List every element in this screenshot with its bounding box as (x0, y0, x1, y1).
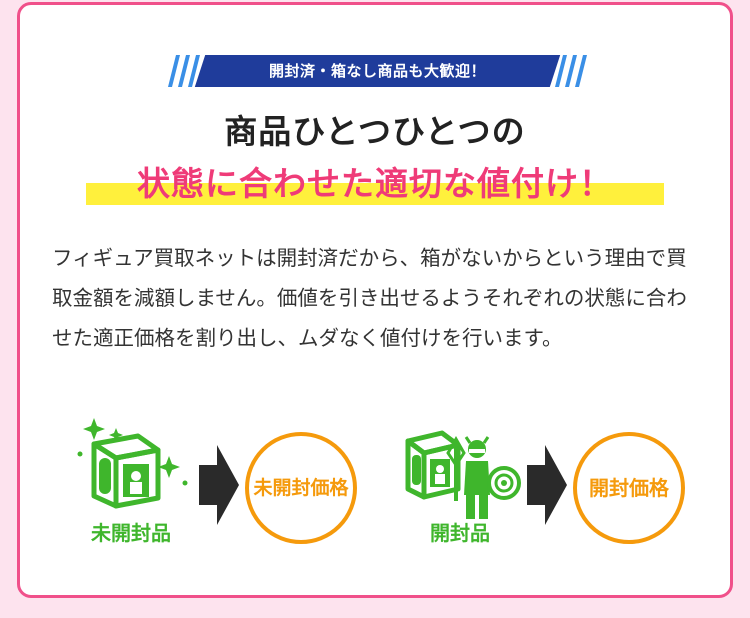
unopened-price-circle (245, 432, 357, 544)
unopened-price-label: 未開封価格 (253, 477, 349, 499)
unopened-item-label: 未開封品 (91, 521, 171, 545)
opened-box-figure-icon (405, 430, 521, 519)
stripes-left-icon (168, 55, 200, 87)
opened-price-circle (573, 432, 685, 544)
banner-text: 開封済・箱なし商品も大歓迎！ (268, 62, 486, 80)
headline-highlight (86, 183, 664, 205)
headline-line2: 状態に合わせた適切な値付け！ (137, 164, 613, 203)
headline-line1: 商品ひとつひとつの (224, 112, 526, 151)
opened-price-label: 開封価格 (589, 476, 669, 500)
stripes-right-icon (555, 55, 587, 87)
unopened-box-icon (77, 418, 188, 509)
arrow-right-icon (199, 445, 239, 525)
description-text: フィギュア買取ネットは開封済だから、箱がないからという理由で買取金額を減額しませ… (52, 246, 687, 350)
headline-line2-wrap: 状態に合わせた適切な値付け！ (80, 153, 670, 209)
opened-item-label: 開封品 (430, 521, 490, 545)
arrow-right-icon (527, 445, 567, 525)
campaign-banner: 開封済・箱なし商品も大歓迎！ (160, 55, 595, 87)
